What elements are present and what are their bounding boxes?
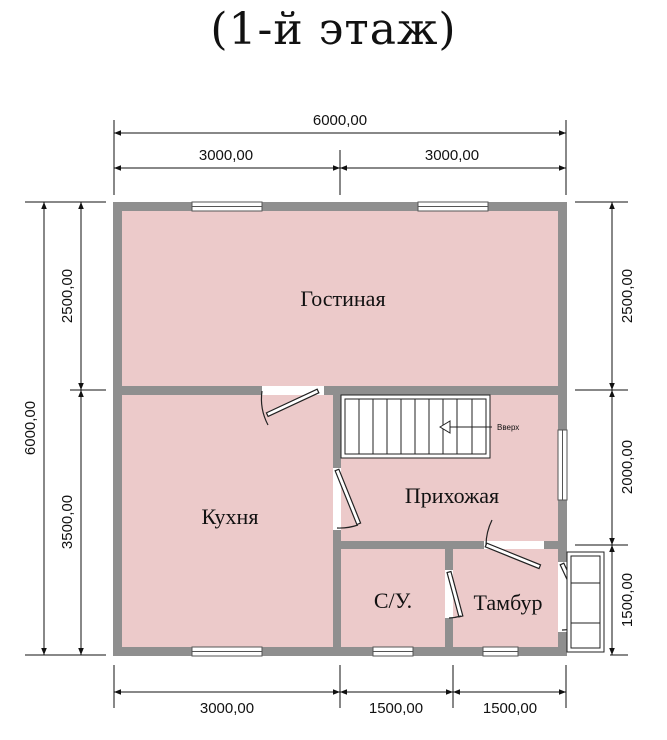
- dim-bottom-right: 1500,00: [483, 700, 537, 717]
- dim-top-total: 6000,00: [313, 112, 367, 129]
- room-kitchen: [122, 395, 333, 647]
- dim-right-top: 2500,00: [619, 269, 636, 323]
- dim-top-right: 3000,00: [425, 147, 479, 164]
- entrance-porch: [566, 551, 605, 653]
- room-bathroom: [341, 549, 445, 647]
- dim-right-mid: 2000,00: [619, 440, 636, 494]
- dim-left-total: 6000,00: [22, 401, 39, 455]
- dim-right-bottom: 1500,00: [619, 573, 636, 627]
- door-kitchen: [265, 388, 320, 418]
- dim-bottom-mid: 1500,00: [369, 700, 423, 717]
- door-openings: [262, 386, 567, 632]
- stairs-label: Вверх: [497, 423, 519, 432]
- door-gap-kitchen: [262, 386, 324, 395]
- dim-left-bottom: 3500,00: [59, 495, 76, 549]
- door-gap-entrance: [558, 562, 567, 632]
- door-gap-hall-kitchen: [333, 468, 341, 530]
- door-gap-hall-vestibule: [484, 541, 544, 549]
- label-kitchen: Кухня: [202, 504, 259, 529]
- dimension-lines: [25, 120, 628, 708]
- label-vestibule: Тамбур: [474, 590, 543, 615]
- dim-top-left: 3000,00: [199, 147, 253, 164]
- label-bathroom: С/У.: [374, 588, 412, 613]
- door-hall: [334, 468, 362, 526]
- dim-left-top: 2500,00: [59, 269, 76, 323]
- room-living: [122, 211, 558, 386]
- dim-bottom-left: 3000,00: [200, 700, 254, 717]
- door-gap-bathroom: [445, 570, 453, 618]
- stairs: Вверх: [340, 394, 519, 459]
- page-title: (1-й этаж): [210, 4, 457, 55]
- label-living: Гостиная: [300, 286, 385, 311]
- label-hall: Прихожая: [405, 483, 499, 508]
